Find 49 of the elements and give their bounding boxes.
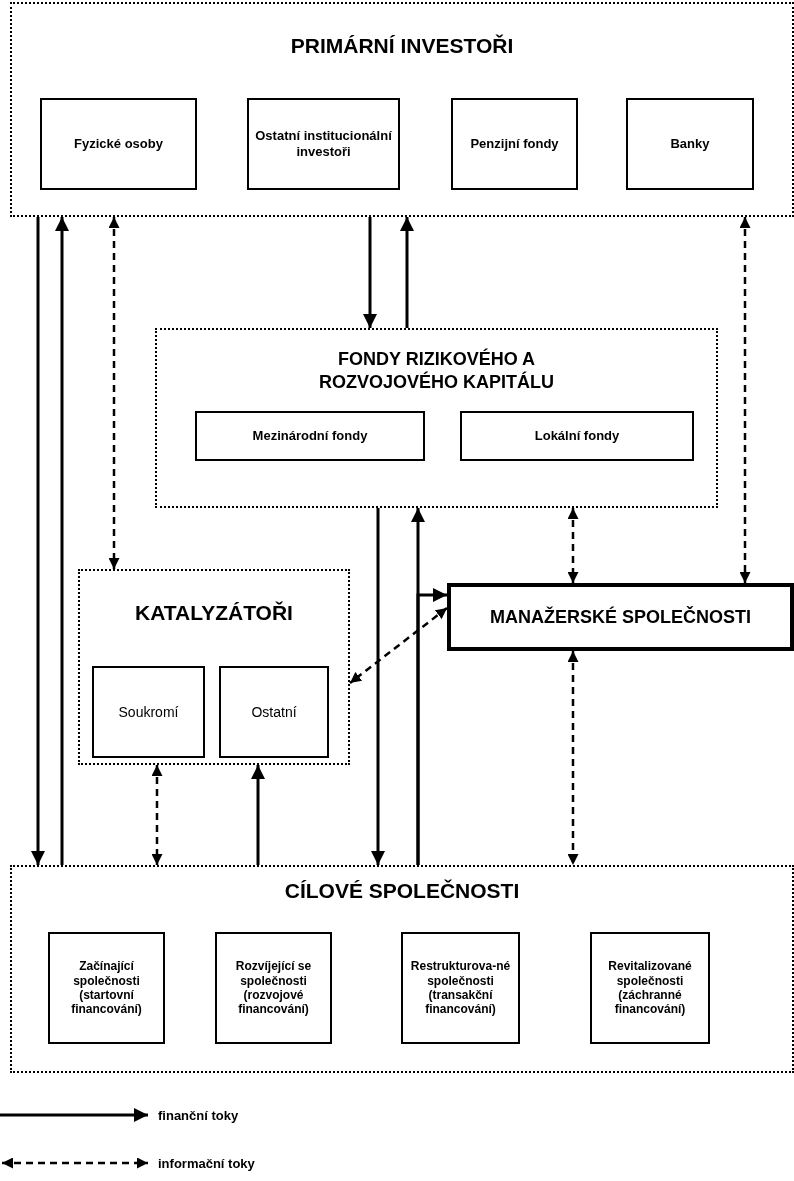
group-frame [10,865,794,1073]
box-label: Mezinárodní fondy [252,428,368,444]
box-label: Rozvíjející se společnosti (rozvojové financování) [234,959,313,1017]
category-box [460,411,694,461]
box-label: Ostatní [251,704,297,720]
box-label: Revitalizované společnosti (záchranné financování) [607,959,693,1017]
box-label: Soukromí [118,704,179,720]
financial-flow-arrow [363,217,377,328]
category-box [48,932,165,1044]
group-frame [78,569,350,765]
group-heading: KATALYZÁTOŘI [134,601,294,625]
category-box [590,932,710,1044]
box-label: Fyzické osoby [74,136,163,152]
category-box [92,666,205,758]
box-label: MANAŽERSKÉ SPOLEČNOSTI [490,606,751,628]
category-box [215,932,332,1044]
financial-flow-arrow [416,588,447,865]
box-label: Banky [670,136,710,152]
information-flow-arrow [151,765,163,865]
category-box [451,98,578,190]
box-label: Začínající společnosti (startovní financování) [70,959,143,1017]
category-box [447,583,794,651]
financial-flow-arrow [371,508,385,865]
information-flow-arrow [567,508,579,583]
financial-flow-arrow [251,765,265,865]
group-heading: CÍLOVÉ SPOLEČNOSTI [283,879,521,903]
category-box [195,411,425,461]
group-heading: PRIMÁRNÍ INVESTOŘI [289,34,515,58]
legend-label: finanční toky [158,1107,239,1123]
box-label: Ostatní institucionální investoři [254,128,393,160]
financial-flow-arrow [55,217,69,865]
box-label: Lokální fondy [534,428,620,444]
group-frame [10,2,794,217]
information-flow-arrow [739,217,751,583]
group-frame [155,328,718,508]
financial-flow-arrow [400,217,414,328]
information-flow-arrow [349,607,448,684]
group-heading: FONDY RIZIKOVÉHO A ROZVOJOVÉHO KAPITÁLU [318,348,555,395]
financial-flow-arrow [31,217,45,865]
category-box [219,666,329,758]
information-flow-arrow [108,217,120,569]
box-label: Penzijní fondy [470,136,559,152]
legend-label: informační toky [158,1155,255,1171]
category-box [401,932,520,1044]
category-box [40,98,197,190]
box-label: Restrukturova-né společnosti (transakční financování) [409,959,512,1017]
information-flow-arrow [567,651,579,865]
category-box [247,98,400,190]
category-box [626,98,754,190]
